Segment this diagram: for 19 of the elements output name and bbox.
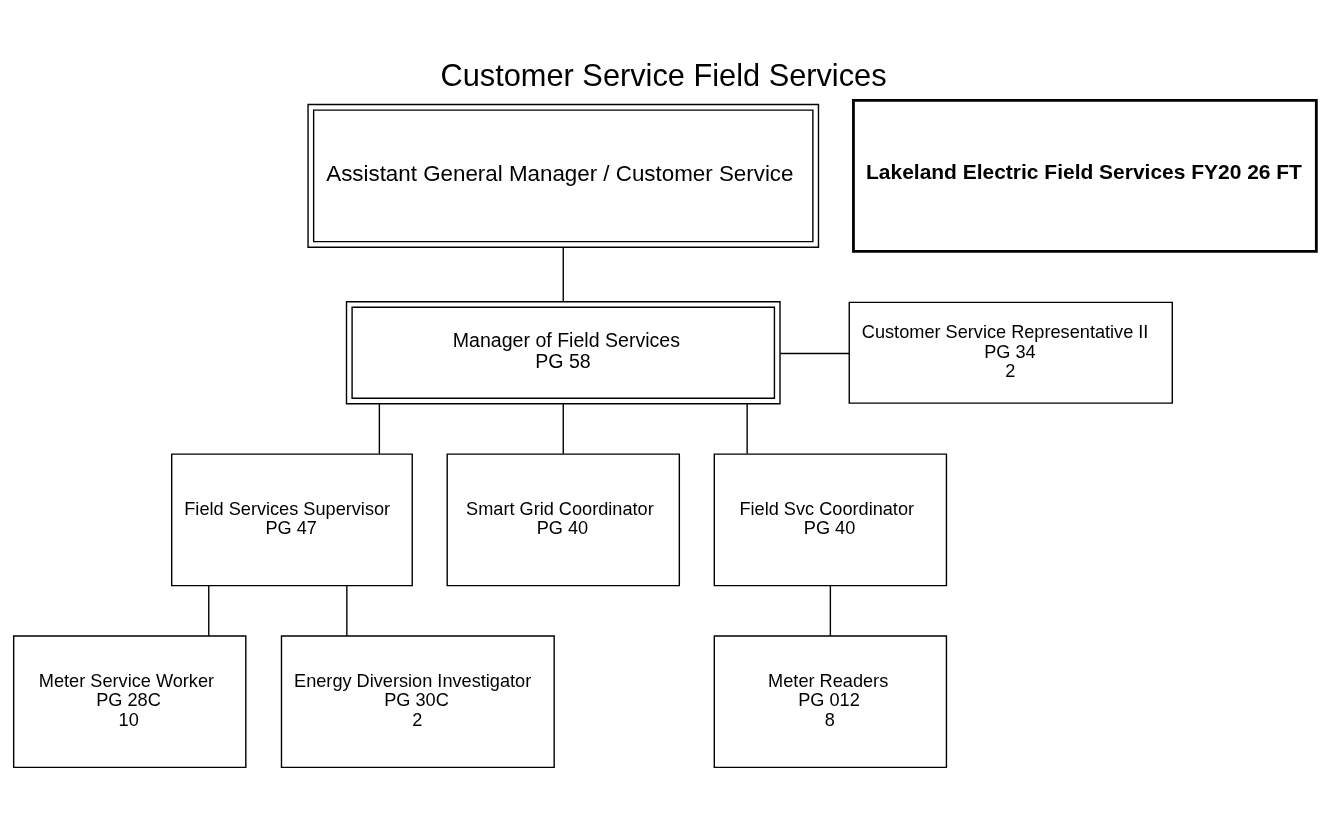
diagram-title: Customer Service Field Services <box>440 57 887 93</box>
connector <box>779 352 850 355</box>
node-box: Energy Diversion Investigator PG 30C 2 <box>280 635 555 769</box>
node-box: Assistant General Manager / Customer Service <box>307 103 820 248</box>
connector <box>208 585 210 637</box>
connector <box>346 585 348 637</box>
node-box: Meter Readers PG 012 8 <box>713 635 948 769</box>
connector <box>562 246 564 303</box>
connector <box>562 403 564 455</box>
connector <box>378 403 381 455</box>
node-box: Manager of Field Services PG 58 <box>345 301 781 405</box>
node-box: Meter Service Worker PG 28C 10 <box>12 635 247 769</box>
node-box: Lakeland Electric Field Services FY20 26 FT <box>852 98 1318 253</box>
connector <box>746 403 748 455</box>
node-box: Field Services Supervisor PG 47 <box>171 453 413 587</box>
node-box: Customer Service Representative II PG 34 2 <box>848 301 1173 404</box>
node-box: Field Svc Coordinator PG 40 <box>713 453 948 587</box>
connector <box>829 585 832 637</box>
node-box: Smart Grid Coordinator PG 40 <box>446 453 681 587</box>
